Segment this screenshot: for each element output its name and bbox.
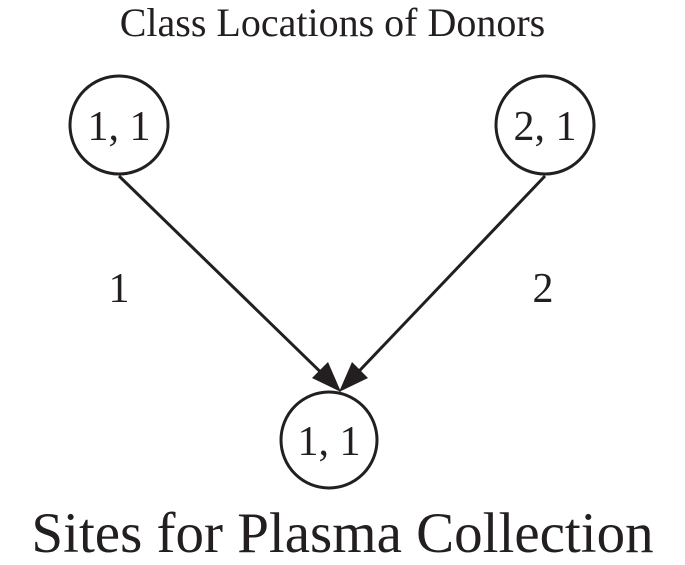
edge-donor-1-to-site-1	[117, 174, 339, 390]
edge-label-2: 2	[533, 266, 554, 312]
donor-node-2: 2, 1	[494, 74, 596, 176]
edge-label-1: 1	[109, 266, 130, 312]
edge-donor-2-to-site-1	[341, 174, 547, 390]
donor-locations-title: Class Locations of Donors	[119, 0, 546, 45]
donor-node-1-label: 1, 1	[88, 104, 151, 150]
site-node-1: 1, 1	[279, 390, 379, 490]
edge-arrowhead-1	[312, 362, 341, 392]
site-node-1-label: 1, 1	[298, 419, 361, 465]
donor-node-2-label: 2, 1	[514, 104, 577, 150]
donor-node-1: 1, 1	[68, 74, 170, 176]
edge-arrowhead-2	[339, 362, 368, 392]
collection-sites-title: Sites for Plasma Collection	[31, 502, 654, 565]
